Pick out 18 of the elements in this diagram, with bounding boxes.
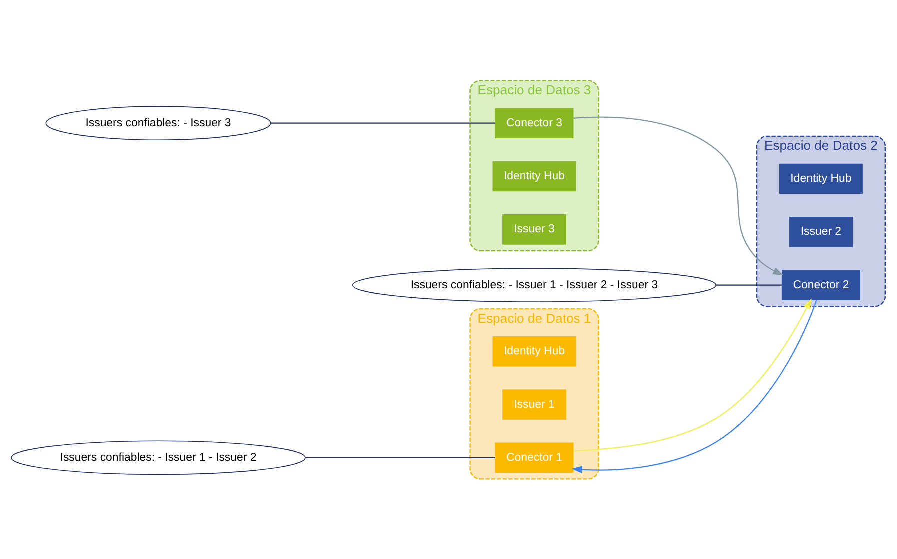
node-ellipse: Issuers confiables: - Issuer 1 - Issuer 2 xyxy=(11,440,306,475)
node-box: Identity Hub xyxy=(492,160,576,192)
node-box: Issuer 2 xyxy=(789,216,854,247)
node-ellipse: Issuers confiables: - Issuer 3 xyxy=(46,106,272,140)
connector xyxy=(306,456,496,458)
node-box: Identity Hub xyxy=(780,163,863,194)
connector xyxy=(270,122,496,124)
node-box: Conector 2 xyxy=(782,270,860,300)
arrow xyxy=(573,298,812,452)
arrow xyxy=(572,300,818,473)
node-ellipse: Issuers confiables: - Issuer 1 - Issuer 2 - Issuer 3 xyxy=(352,268,717,302)
arrow xyxy=(574,116,784,276)
node-box: Conector 3 xyxy=(495,108,574,138)
node-box: Issuer 1 xyxy=(502,389,566,420)
node-box: Conector 1 xyxy=(495,442,574,473)
node-box: Identity Hub xyxy=(492,336,576,366)
connector xyxy=(716,284,782,286)
node-box: Issuer 3 xyxy=(502,214,566,244)
